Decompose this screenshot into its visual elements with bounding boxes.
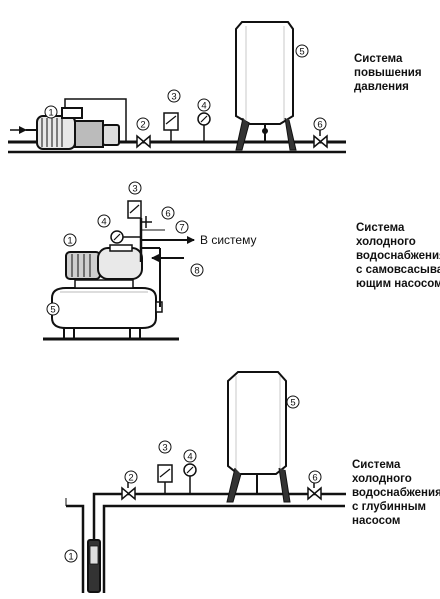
callout-1: 1 bbox=[44, 105, 58, 119]
svg-text:6: 6 bbox=[165, 209, 170, 220]
callout-4: 4 bbox=[97, 214, 111, 228]
system-3-valve-2 bbox=[121, 486, 136, 501]
caption-line: холодного bbox=[352, 473, 412, 485]
callout-3: 3 bbox=[128, 181, 142, 195]
svg-text:2: 2 bbox=[140, 120, 145, 131]
caption-line: Система bbox=[354, 53, 403, 65]
callout-3: 3 bbox=[158, 440, 172, 454]
callout-4: 4 bbox=[183, 449, 197, 463]
svg-text:7: 7 bbox=[179, 223, 184, 234]
caption-system-3: Система холодного водоснабжения с глубин… bbox=[352, 458, 440, 528]
caption-line: с самовсасыва- bbox=[356, 264, 440, 276]
caption-line: с глубинным bbox=[352, 501, 427, 513]
caption-system-2: Система холодного водоснабжения с самовс… bbox=[356, 221, 440, 291]
system-1-pressure-boosting bbox=[8, 21, 346, 154]
system-2-horizontal-tank-5 bbox=[51, 287, 163, 339]
system-1-pressure-tank-5 bbox=[235, 21, 297, 151]
system-2-pressure-switch-3 bbox=[127, 200, 142, 219]
svg-text:4: 4 bbox=[201, 101, 206, 112]
svg-text:3: 3 bbox=[171, 92, 176, 103]
system-1-surface-pump bbox=[26, 107, 120, 150]
svg-text:4: 4 bbox=[187, 452, 192, 463]
callout-5: 5 bbox=[295, 44, 309, 58]
svg-text:2: 2 bbox=[128, 473, 133, 484]
svg-text:6: 6 bbox=[317, 120, 322, 131]
caption-line: холодного bbox=[356, 236, 416, 248]
system-3-deep-well bbox=[65, 371, 346, 593]
system-2-pressure-gauge-4 bbox=[110, 230, 141, 244]
svg-text:1: 1 bbox=[48, 108, 53, 119]
callout-markers: 1 2 3 4 5 6 1 3 4 5 6 7 8 1 2 3 4 5 6 bbox=[44, 44, 327, 563]
caption-line: повышения bbox=[354, 67, 422, 79]
system-2-surface-pump bbox=[65, 244, 143, 289]
callout-6: 6 bbox=[308, 470, 322, 484]
system-2-self-priming bbox=[43, 200, 195, 341]
caption-line: водоснабжения bbox=[356, 250, 440, 262]
caption-line: давления bbox=[354, 81, 409, 93]
callout-8: 8 bbox=[190, 263, 204, 277]
callout-6: 6 bbox=[313, 117, 327, 131]
flow-label-to-system: В систему bbox=[200, 233, 256, 247]
svg-text:6: 6 bbox=[312, 473, 317, 484]
system-3-submersible-pump bbox=[87, 539, 101, 593]
callout-7: 7 bbox=[175, 220, 189, 234]
callout-5: 5 bbox=[286, 395, 300, 409]
system-3-pressure-switch-3 bbox=[157, 464, 173, 494]
svg-text:1: 1 bbox=[68, 552, 73, 563]
caption-line: Система bbox=[356, 222, 405, 234]
svg-text:5: 5 bbox=[290, 398, 295, 409]
caption-line: Система bbox=[352, 459, 401, 471]
caption-line: водоснабжения bbox=[352, 487, 440, 499]
svg-text:3: 3 bbox=[132, 184, 137, 195]
callout-1: 1 bbox=[63, 233, 77, 247]
system-1-valve-6 bbox=[313, 134, 328, 149]
svg-text:4: 4 bbox=[101, 217, 106, 228]
system-1-pressure-gauge-4 bbox=[197, 112, 211, 142]
svg-text:1: 1 bbox=[67, 236, 72, 247]
caption-line: ющим насосом bbox=[356, 278, 440, 290]
system-2-valve-6 bbox=[141, 216, 152, 228]
callout-2: 2 bbox=[124, 470, 138, 484]
system-1-bypass-pipe bbox=[64, 98, 127, 142]
callout-1: 1 bbox=[64, 549, 78, 563]
callout-5: 5 bbox=[46, 302, 60, 316]
system-3-pressure-gauge-4 bbox=[183, 463, 197, 494]
callout-2: 2 bbox=[136, 117, 150, 131]
svg-text:8: 8 bbox=[194, 266, 199, 277]
caption-system-1: Система повышения давления bbox=[354, 52, 422, 94]
callout-3: 3 bbox=[167, 89, 181, 103]
system-1-valve-2 bbox=[136, 134, 151, 149]
callout-6: 6 bbox=[161, 206, 175, 220]
caption-line: насосом bbox=[352, 515, 401, 527]
system-3-pressure-tank-5 bbox=[226, 371, 291, 503]
system-3-well-casing bbox=[66, 504, 345, 593]
svg-text:5: 5 bbox=[50, 305, 55, 316]
system-3-valve-6 bbox=[307, 486, 322, 501]
callout-4: 4 bbox=[197, 98, 211, 112]
svg-text:3: 3 bbox=[162, 443, 167, 454]
system-1-pressure-switch-3 bbox=[163, 112, 179, 142]
svg-text:5: 5 bbox=[299, 47, 304, 58]
system-3-main-pipe bbox=[92, 492, 346, 540]
